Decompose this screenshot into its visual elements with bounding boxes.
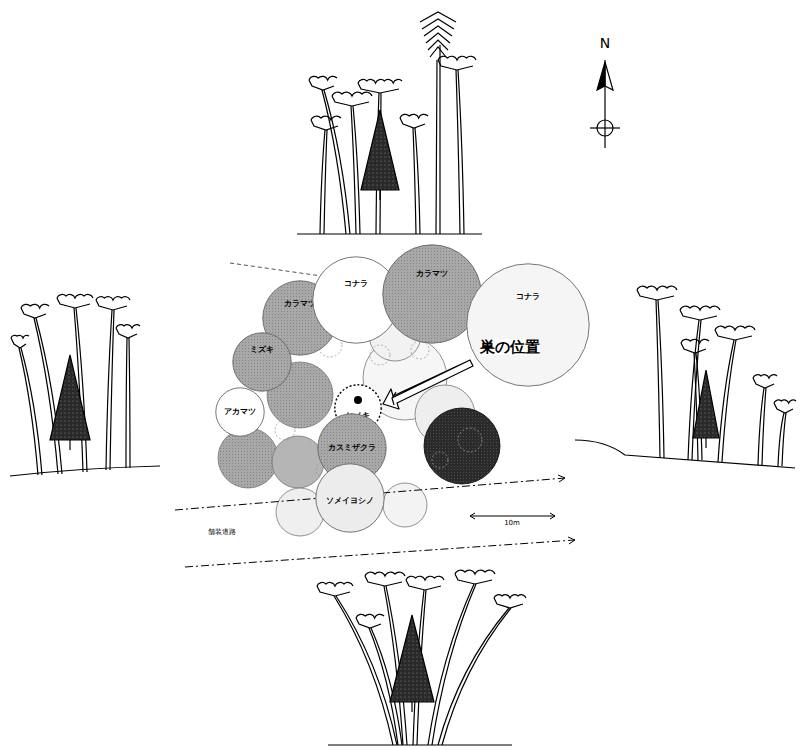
- compass: [590, 60, 620, 148]
- tree-name: カスミザクラ: [327, 444, 377, 453]
- tree-name: ソメイヨシノ: [325, 497, 375, 506]
- north-mark: N: [600, 36, 610, 51]
- tree-name: ミズキ: [249, 346, 275, 355]
- tree-crown: コナラ: [466, 263, 590, 387]
- scale-label: 10m: [504, 520, 520, 528]
- nest-callout: 巣の位置: [480, 339, 540, 356]
- road-label: 舗装道路: [208, 529, 236, 537]
- tree-name: アカマツ: [223, 408, 257, 417]
- tree-crown: アカマツ: [215, 387, 265, 437]
- tree-name: コナラ: [515, 293, 541, 302]
- tree-name: カラマツ: [283, 300, 317, 309]
- tree-crown: ミズキ: [232, 332, 292, 392]
- tree-name: コナラ: [343, 280, 369, 289]
- tree-crown: ソメイヨシノ: [315, 463, 385, 533]
- nest-arrow: [383, 360, 473, 409]
- tree-name: カラマツ: [415, 270, 449, 279]
- elevation-sketches: [10, 12, 796, 745]
- crown-outline: [232, 332, 292, 392]
- crown-outline: [466, 263, 590, 387]
- nest-dot: [354, 396, 362, 404]
